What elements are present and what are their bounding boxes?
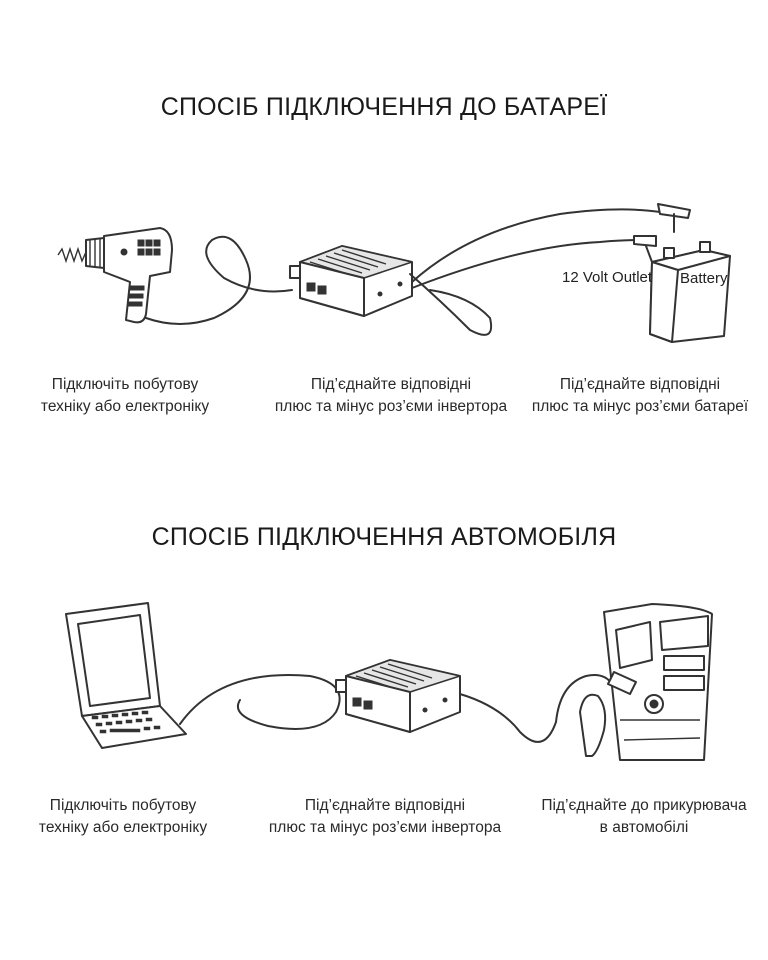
car-section-title: СПОСІБ ПІДКЛЮЧЕННЯ АВТОМОБІЛЯ <box>151 523 617 551</box>
battery-section-title: СПОСІБ ПІДКЛЮЧЕННЯ ДО БАТАРЕЇ <box>160 93 608 121</box>
battery-label: Battery <box>680 270 728 287</box>
car-lighter-icon <box>579 603 713 761</box>
inverter-icon <box>335 659 613 743</box>
outlet-label: 12 Volt Outlet <box>562 269 653 286</box>
laptop-icon <box>65 602 341 749</box>
drill-icon <box>57 227 293 325</box>
battery-icon <box>633 203 731 343</box>
inverter-icon <box>289 208 661 336</box>
